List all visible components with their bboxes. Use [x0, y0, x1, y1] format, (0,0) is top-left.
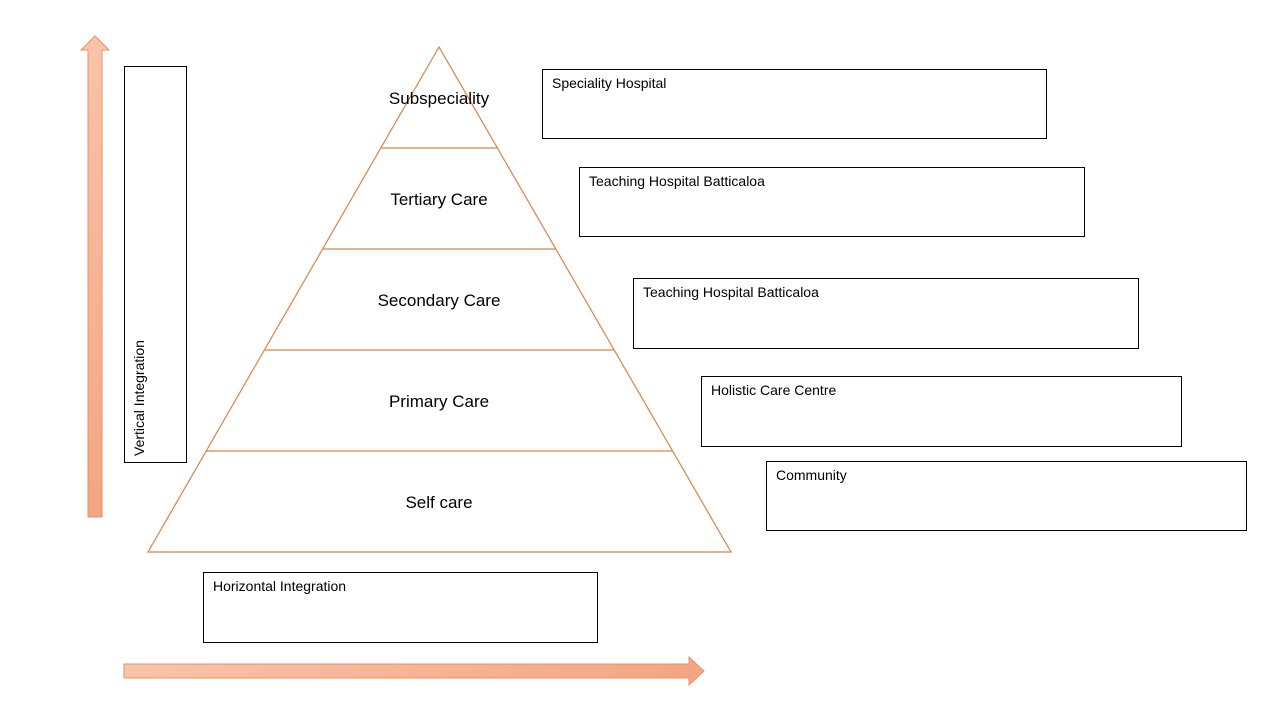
arrow-up-icon	[79, 35, 111, 518]
pyramid	[146, 45, 733, 553]
vertical-integration-box: Vertical Integration	[124, 66, 187, 463]
speciality-hospital-text: Speciality Hospital	[552, 75, 667, 91]
level-label-primary: Primary Care	[389, 392, 489, 411]
holistic-care-text: Holistic Care Centre	[711, 382, 837, 398]
arrow-right-icon	[123, 655, 705, 687]
secondary-hospital-box: Teaching Hospital Batticaloa	[633, 278, 1139, 349]
horizontal-integration-box: Horizontal Integration	[203, 572, 598, 643]
tertiary-hospital-text: Teaching Hospital Batticaloa	[589, 173, 765, 189]
holistic-care-box: Holistic Care Centre	[701, 376, 1182, 447]
vertical-integration-label: Vertical Integration	[131, 340, 147, 456]
horizontal-integration-label: Horizontal Integration	[213, 578, 347, 594]
community-text: Community	[776, 467, 847, 483]
tertiary-hospital-box: Teaching Hospital Batticaloa	[579, 167, 1085, 237]
level-label-self-care: Self care	[405, 493, 472, 512]
speciality-hospital-box: Speciality Hospital	[542, 69, 1047, 139]
level-label-secondary: Secondary Care	[378, 291, 501, 310]
secondary-hospital-text: Teaching Hospital Batticaloa	[643, 284, 819, 300]
pyramid-outline	[146, 45, 733, 553]
community-box: Community	[766, 461, 1247, 531]
level-label-tertiary: Tertiary Care	[390, 190, 487, 209]
level-label-subspeciality: Subspeciality	[389, 89, 490, 108]
